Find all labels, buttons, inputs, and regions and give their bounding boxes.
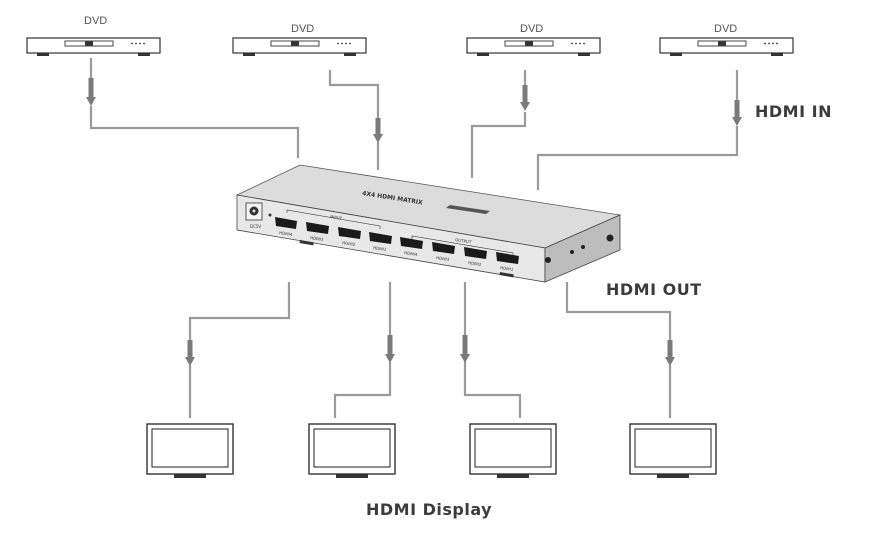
input-port-4 (275, 217, 297, 229)
hdmi-display-label: HDMI Display (366, 500, 493, 519)
hdmi-display-2 (308, 423, 396, 479)
hdmi-display-4 (629, 423, 717, 479)
dvd-player-2 (232, 37, 367, 57)
output-ports (400, 237, 519, 264)
input-arrows (86, 78, 742, 143)
input-port-label-3: HDMI3 (310, 235, 324, 242)
device-output-group: OUTPUT (455, 237, 472, 245)
input-cables (89, 58, 739, 190)
input-port-3 (306, 222, 329, 234)
dvd-label-2: DVD (291, 23, 315, 35)
output-port-1 (496, 252, 519, 264)
output-port-3 (432, 242, 455, 254)
output-port-4 (400, 237, 423, 249)
dvd-label-1: DVD (84, 15, 108, 27)
hdmi-matrix-device (235, 164, 622, 283)
hdmi-in-label: HDMI IN (755, 102, 832, 121)
device-power-label: DC5V (250, 224, 261, 229)
dvd-label-3: DVD (520, 23, 544, 35)
input-port-label-2: HDMI2 (342, 240, 356, 247)
dvd-player-4 (659, 37, 794, 57)
hdmi-out-label: HDMI OUT (606, 280, 702, 299)
output-port-label-2: HDMI2 (468, 260, 482, 267)
side-led-icon (545, 257, 551, 263)
dvd-label-4: DVD (714, 23, 738, 35)
input-port-label-4: HDMI4 (279, 230, 293, 237)
device-input-group: INPUT (330, 214, 343, 221)
input-port-1 (369, 232, 392, 244)
output-cables (188, 282, 672, 418)
output-port-label-3: HDMI3 (436, 255, 450, 262)
input-ports (275, 217, 392, 244)
input-port-2 (338, 227, 361, 239)
input-port-label-1: HDMI1 (373, 245, 387, 252)
dvd-player-1 (26, 37, 161, 57)
output-port-label-4: HDMI4 (404, 250, 418, 257)
output-port-label-1: HDMI1 (500, 265, 514, 272)
output-port-2 (464, 247, 487, 259)
output-arrows (185, 335, 675, 366)
hdmi-display-1 (146, 423, 234, 479)
hdmi-display-3 (469, 423, 557, 479)
dvd-player-3 (466, 37, 601, 57)
